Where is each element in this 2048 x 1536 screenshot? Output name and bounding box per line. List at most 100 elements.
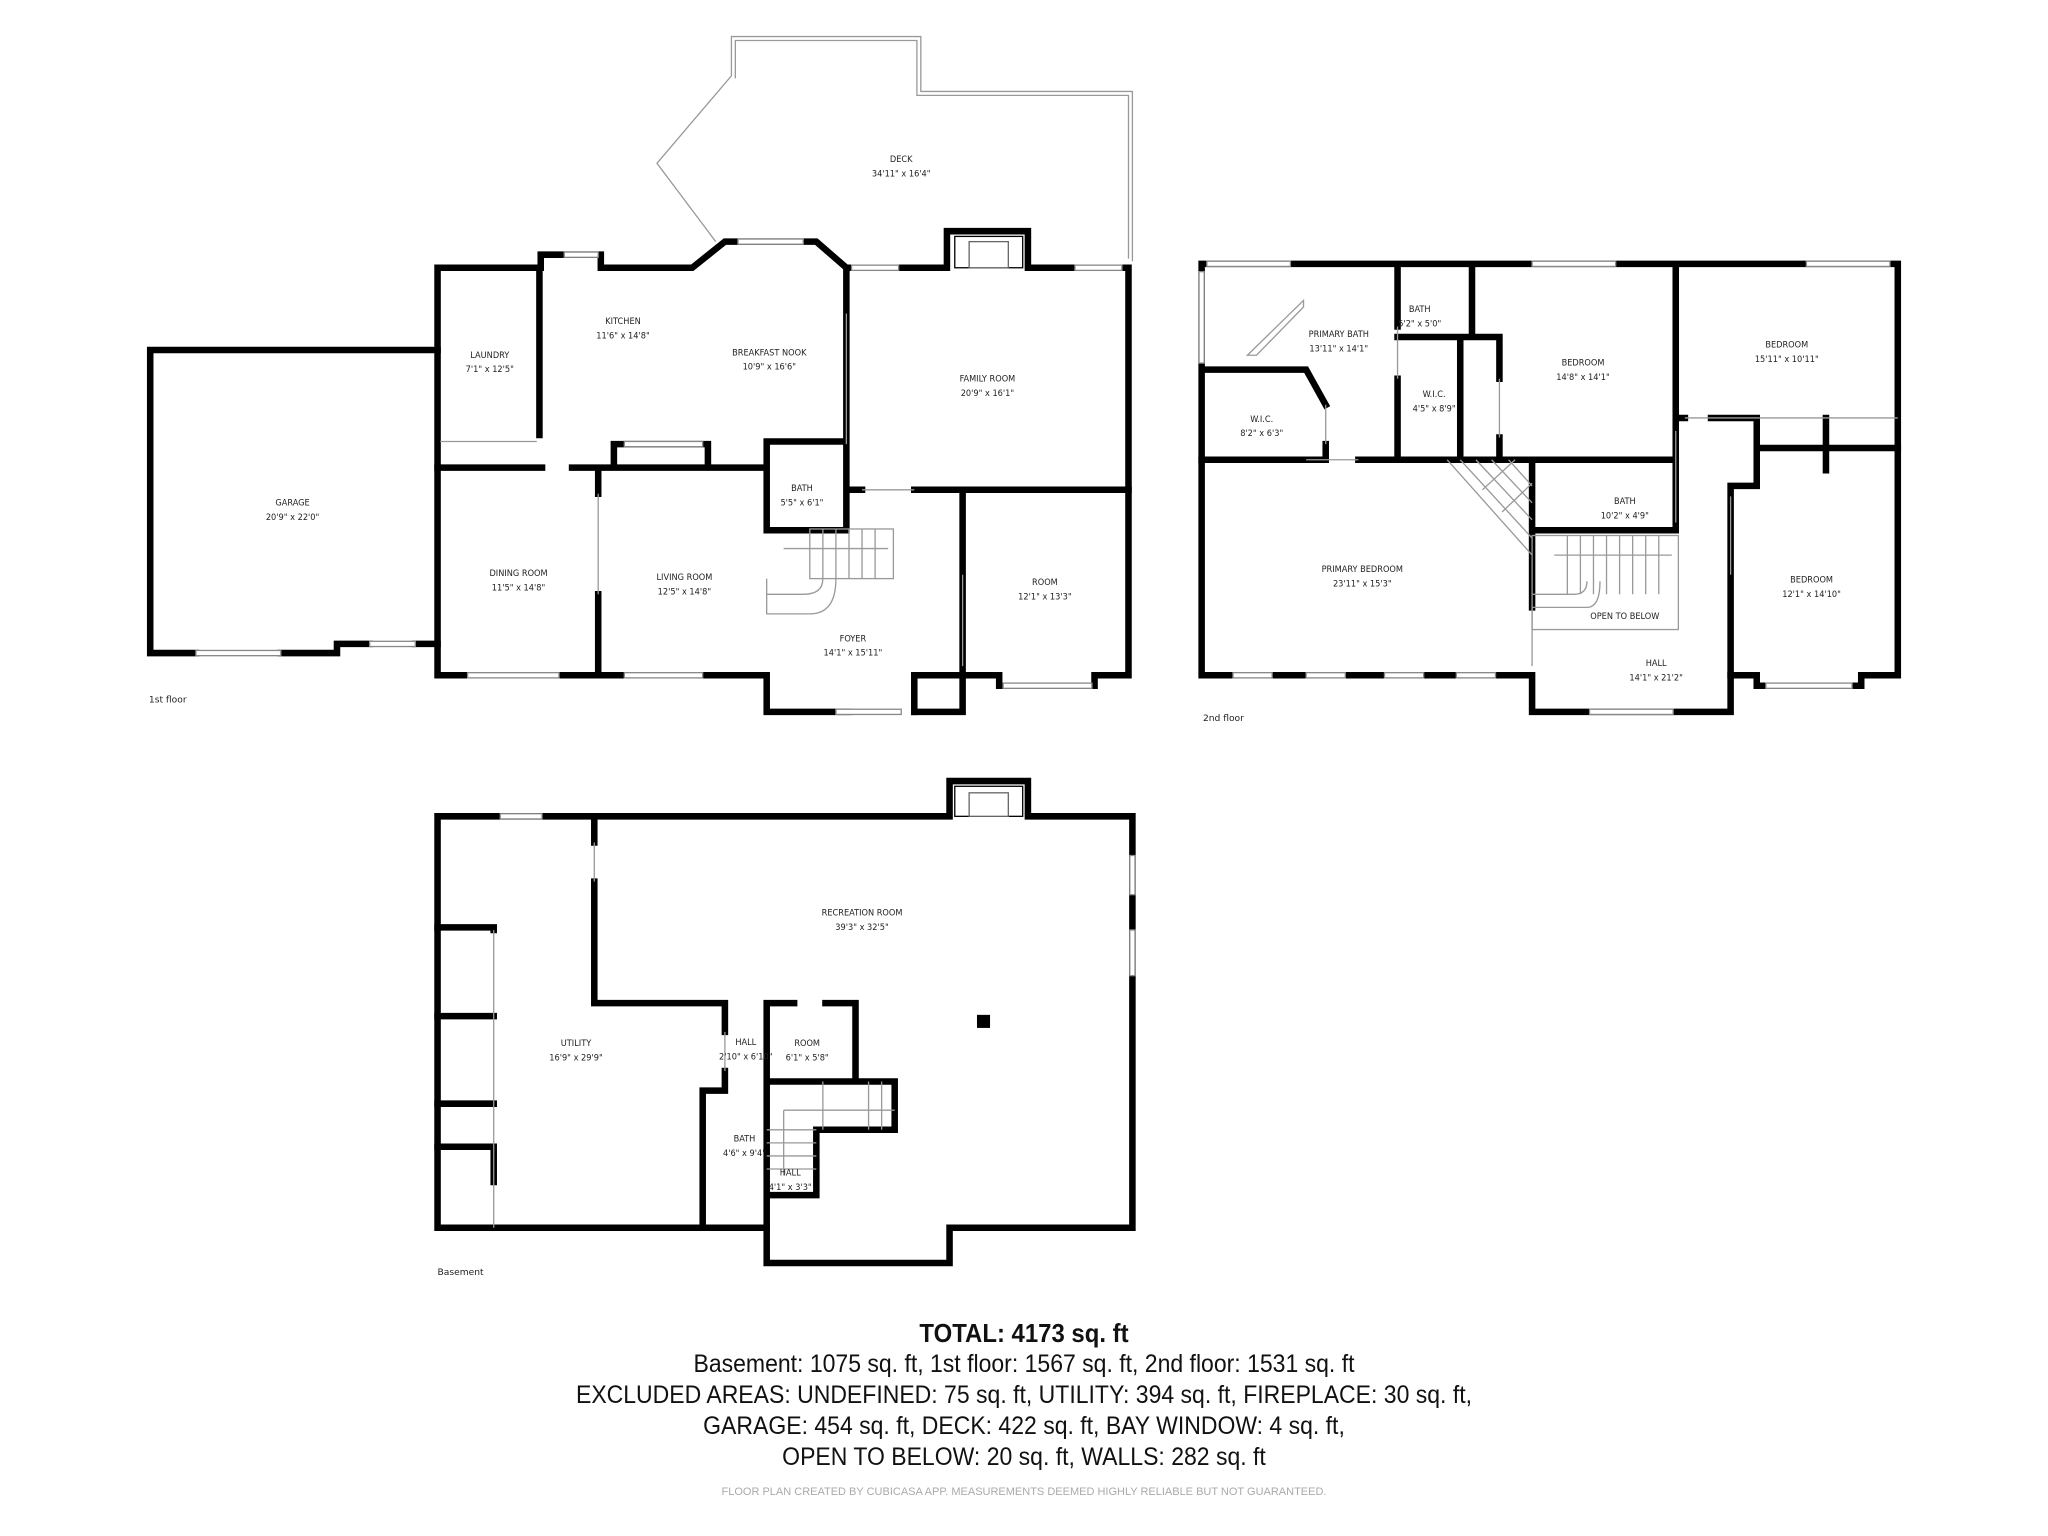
room-label-bath: BATH 5'2" x 5'0" (1398, 305, 1441, 329)
svg-text:39'3" x 32'5": 39'3" x 32'5" (835, 923, 888, 933)
window (1206, 260, 1292, 268)
svg-text:LAUNDRY: LAUNDRY (470, 351, 510, 361)
svg-text:FAMILY ROOM: FAMILY ROOM (960, 374, 1016, 384)
excluded-areas-cont: OPEN TO BELOW: 20 sq. ft, WALLS: 282 sq.… (782, 1443, 1266, 1471)
deck-outline (656, 35, 1134, 262)
svg-text:5'2" x 5'0": 5'2" x 5'0" (1398, 320, 1441, 330)
window (1765, 682, 1853, 689)
svg-text:BEDROOM: BEDROOM (1562, 359, 1605, 369)
window (1531, 260, 1617, 268)
window (1805, 260, 1891, 268)
svg-text:14'1" x 21'2": 14'1" x 21'2" (1629, 673, 1682, 683)
bathtub (1245, 298, 1305, 356)
svg-text:23'11" x 15'3": 23'11" x 15'3" (1333, 579, 1392, 589)
svg-text:15'11" x 10'11": 15'11" x 10'11" (1755, 355, 1819, 365)
svg-text:10'9" x 16'6": 10'9" x 16'6" (743, 363, 796, 373)
room-label-family-room: FAMILY ROOM 20'9" x 16'1" (960, 374, 1016, 398)
svg-text:20'9" x 16'1": 20'9" x 16'1" (961, 389, 1014, 399)
svg-text:11'5" x 14'8": 11'5" x 14'8" (492, 583, 545, 593)
basement-thin-lines (493, 842, 726, 1228)
svg-text:8'2" x 6'3": 8'2" x 6'3" (1240, 429, 1283, 439)
room-label-wic: W.I.C. 4'5" x 8'9" (1413, 390, 1456, 414)
floor-label: Basement (438, 1268, 485, 1278)
window (623, 671, 704, 679)
basement-interior-walls (434, 815, 898, 1232)
svg-text:10'2" x 4'9": 10'2" x 4'9" (1601, 512, 1649, 522)
svg-text:DECK: DECK (890, 155, 913, 165)
second-floor-exterior-walls (1198, 260, 1902, 716)
svg-text:GARAGE: GARAGE (275, 498, 309, 508)
window (1129, 929, 1136, 977)
window (835, 708, 902, 716)
room-label-bedroom: BEDROOM 12'1" x 14'10" (1782, 576, 1841, 600)
fireplace-hearth (968, 792, 1009, 817)
window (1232, 671, 1273, 679)
excluded-areas: EXCLUDED AREAS: UNDEFINED: 75 sq. ft, UT… (575, 1381, 1473, 1409)
svg-text:12'1" x 13'3": 12'1" x 13'3" (1018, 593, 1071, 603)
svg-text:2'10" x 6'10": 2'10" x 6'10" (719, 1052, 772, 1062)
svg-text:ROOM: ROOM (1032, 578, 1058, 588)
support-post (976, 1014, 991, 1028)
svg-text:5'5" x 6'1": 5'5" x 6'1" (780, 498, 823, 508)
open-to-below-label: OPEN TO BELOW (1590, 612, 1659, 622)
floor-areas: Basement: 1075 sq. ft, 1st floor: 1567 s… (693, 1350, 1355, 1378)
svg-text:16'9" x 29'9": 16'9" x 29'9" (549, 1054, 602, 1064)
room-label-deck: DECK 34'11" x 16'4" (872, 155, 931, 179)
svg-text:W.I.C.: W.I.C. (1250, 415, 1273, 425)
svg-text:BATH: BATH (1409, 305, 1431, 315)
floor-label: 2nd floor (1203, 714, 1244, 724)
svg-text:4'5" x 8'9": 4'5" x 8'9" (1413, 404, 1456, 414)
svg-text:6'1" x 5'8": 6'1" x 5'8" (786, 1054, 829, 1064)
window (1455, 671, 1497, 679)
svg-text:13'11" x 14'1": 13'11" x 14'1" (1309, 344, 1368, 354)
window (499, 813, 543, 820)
svg-text:W.I.C.: W.I.C. (1423, 390, 1446, 400)
disclaimer: FLOOR PLAN CREATED BY CUBICASA APP. MEAS… (721, 1486, 1327, 1498)
window (623, 440, 704, 448)
svg-text:7'1" x 12'5": 7'1" x 12'5" (466, 365, 514, 375)
fireplace-hearth (968, 240, 1009, 269)
svg-text:11'6" x 14'8": 11'6" x 14'8" (596, 331, 649, 341)
garage-walls (146, 346, 441, 657)
staircase (1446, 459, 1680, 631)
room-label-room: ROOM 12'1" x 13'3" (1018, 578, 1071, 602)
window (1305, 671, 1346, 679)
window (1383, 671, 1425, 679)
window (1198, 271, 1205, 364)
room-label-laundry: LAUNDRY 7'1" x 12'5" (466, 351, 514, 375)
window (850, 264, 900, 272)
svg-text:FOYER: FOYER (840, 634, 867, 644)
room-label-wic: W.I.C. 8'2" x 6'3" (1240, 415, 1283, 439)
window (1002, 682, 1093, 689)
svg-text:LIVING ROOM: LIVING ROOM (656, 573, 712, 583)
basement-exterior-walls (434, 777, 1136, 1267)
svg-text:34'11" x 16'4": 34'11" x 16'4" (872, 169, 931, 179)
garage-window (368, 640, 416, 648)
svg-text:4'1" x 3'3": 4'1" x 3'3" (769, 1183, 812, 1193)
second-floor-thin-lines (1306, 326, 1898, 667)
svg-text:12'5" x 14'8": 12'5" x 14'8" (658, 587, 711, 597)
svg-text:12'1" x 14'10": 12'1" x 14'10" (1782, 590, 1841, 600)
window (466, 671, 560, 679)
area-summary: TOTAL: 4173 sq. ft Basement: 1075 sq. ft… (0, 1318, 2048, 1473)
first-floor-interior-walls (434, 264, 1132, 716)
svg-text:14'1" x 15'11": 14'1" x 15'11" (824, 649, 883, 659)
svg-text:BEDROOM: BEDROOM (1790, 576, 1833, 586)
garage-window (195, 649, 282, 657)
